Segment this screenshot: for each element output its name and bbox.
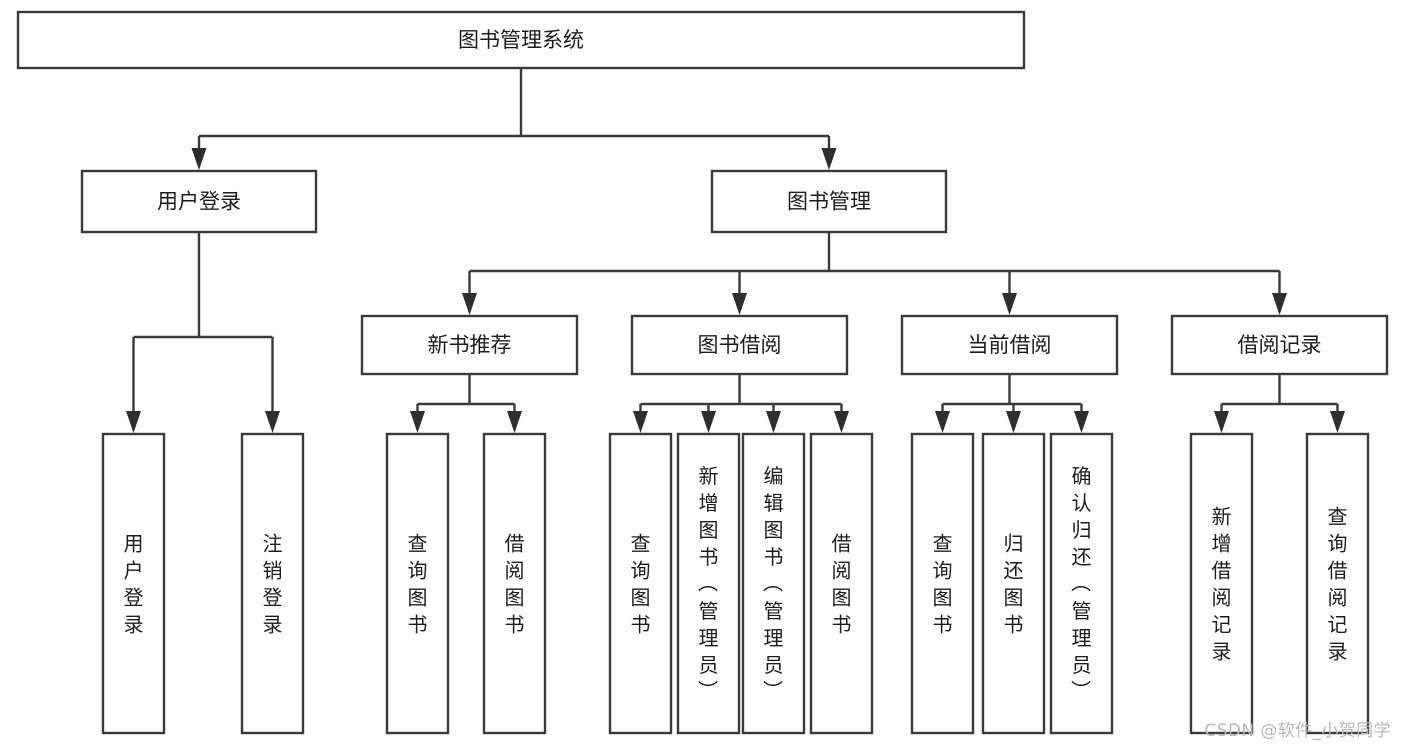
node-current-borrow[interactable]: 当前借阅 (900, 314, 1119, 376)
node-leaf-borrow-query-book[interactable]: 查询图书 (608, 432, 673, 735)
node-label: 归还图书 (1004, 532, 1024, 637)
node-book-admin[interactable]: 图书管理 (710, 169, 948, 234)
connector-c-new-book-rec (410, 374, 522, 433)
arrow-head (1214, 411, 1229, 433)
arrow-head (410, 411, 425, 433)
connector-c-borrow-record (1214, 374, 1345, 433)
node-box (608, 432, 673, 735)
node-box (1049, 432, 1114, 735)
node-box (80, 169, 318, 234)
node-leaf-cur-return-book[interactable]: 归还图书 (981, 432, 1046, 735)
arrow-head (821, 148, 837, 170)
node-root[interactable]: 图书管理系统 (16, 10, 1026, 70)
node-leaf-rec-query-book[interactable]: 查询图书 (385, 432, 450, 735)
arrow-head (1330, 411, 1345, 433)
node-box (809, 432, 874, 735)
arrow-head (633, 411, 648, 433)
connector-c-user-login (126, 232, 280, 433)
node-box (1170, 314, 1389, 376)
arrow-head (462, 293, 477, 315)
node-label: 确认归还（管理员） (1071, 464, 1092, 704)
connector-c-book-borrow (633, 374, 849, 433)
arrow-head (1272, 293, 1287, 315)
node-leaf-borrow-add-book[interactable]: 新增图书（管理员） (676, 432, 741, 735)
node-leaf-user-logout[interactable]: 注销登录 (240, 432, 305, 735)
node-leaf-cur-query-book[interactable]: 查询图书 (910, 432, 975, 735)
node-box (630, 314, 849, 376)
csdn-watermark: CSDN @软件_小贺同学 (1204, 721, 1391, 741)
node-label: 图书管理系统 (458, 28, 584, 52)
node-label: 借阅图书 (505, 532, 525, 637)
node-box (482, 432, 547, 735)
node-box (710, 169, 948, 234)
node-box (101, 432, 166, 735)
node-leaf-borrow-lend-book[interactable]: 借阅图书 (809, 432, 874, 735)
node-user-login[interactable]: 用户登录 (80, 169, 318, 234)
node-label: 查询图书 (408, 532, 428, 637)
arrow-head (701, 411, 716, 433)
arrow-head (732, 293, 747, 315)
node-label: 新书推荐 (428, 333, 512, 357)
node-label: 借阅记录 (1238, 333, 1322, 357)
node-leaf-user-login[interactable]: 用户登录 (101, 432, 166, 735)
arrow-head (766, 411, 781, 433)
node-leaf-rec-borrow-book[interactable]: 借阅图书 (482, 432, 547, 735)
node-box (1189, 432, 1254, 735)
arrow-head (265, 411, 280, 433)
node-box (981, 432, 1046, 735)
node-box (900, 314, 1119, 376)
arrow-head (191, 148, 207, 170)
node-box (385, 432, 450, 735)
node-layer: 图书管理系统用户登录图书管理新书推荐图书借阅当前借阅借阅记录用户登录注销登录查询… (16, 10, 1389, 735)
connector-c-root (191, 68, 837, 170)
node-box (741, 432, 806, 735)
node-book-borrow[interactable]: 图书借阅 (630, 314, 849, 376)
arrow-head (1006, 411, 1021, 433)
arrow-head (1074, 411, 1089, 433)
node-new-book-rec[interactable]: 新书推荐 (360, 314, 579, 376)
node-leaf-rec-query-record[interactable]: 查询借阅记录 (1305, 432, 1370, 735)
node-label: 新增图书（管理员） (698, 464, 719, 704)
connector-c-current-borrow (935, 374, 1089, 433)
node-label: 编辑图书（管理员） (763, 464, 784, 704)
node-label: 借阅图书 (832, 532, 852, 637)
connector-c-admin (462, 232, 1287, 315)
node-label: 图书借阅 (698, 333, 782, 357)
node-box (240, 432, 305, 735)
connector-layer (126, 68, 1345, 433)
node-box (1305, 432, 1370, 735)
node-label: 注销登录 (263, 532, 283, 637)
node-leaf-borrow-edit-book[interactable]: 编辑图书（管理员） (741, 432, 806, 735)
node-label: 查询图书 (631, 532, 651, 637)
arrow-head (1002, 293, 1017, 315)
node-box (910, 432, 975, 735)
arrow-head (834, 411, 849, 433)
node-label: 用户登录 (124, 532, 144, 637)
node-label: 当前借阅 (968, 333, 1052, 357)
node-label: 查询借阅记录 (1328, 505, 1348, 664)
node-label: 新增借阅记录 (1212, 505, 1232, 664)
node-box (16, 10, 1026, 70)
node-leaf-cur-confirm-return[interactable]: 确认归还（管理员） (1049, 432, 1114, 735)
node-box (360, 314, 579, 376)
node-label: 用户登录 (157, 190, 241, 214)
arrow-head (126, 411, 141, 433)
node-label: 图书管理 (787, 190, 871, 214)
node-box (676, 432, 741, 735)
arrow-head (507, 411, 522, 433)
node-borrow-record[interactable]: 借阅记录 (1170, 314, 1389, 376)
arrow-head (935, 411, 950, 433)
node-leaf-rec-add-record[interactable]: 新增借阅记录 (1189, 432, 1254, 735)
node-label: 查询图书 (933, 532, 953, 637)
